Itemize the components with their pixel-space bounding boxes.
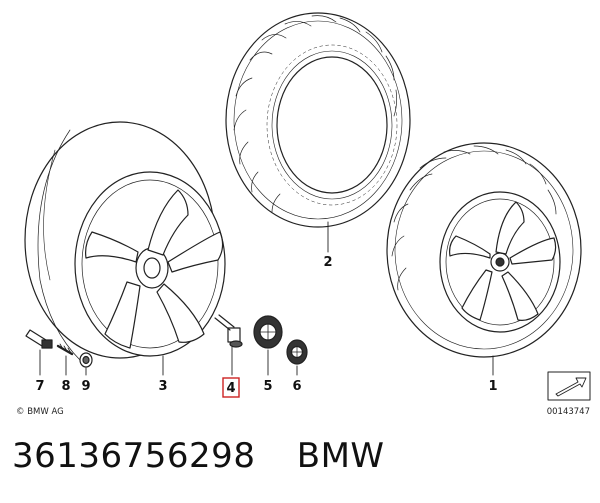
drawing-number: 00143747 [547, 407, 590, 417]
callout-6: 6 [292, 379, 301, 394]
valve-core-illustration [56, 343, 74, 356]
part-caption: 36136756298 BMW [12, 436, 385, 476]
callout-2: 2 [323, 255, 332, 270]
brand-name: BMW [296, 436, 385, 476]
emblem-illustration [286, 339, 308, 365]
complete-wheel-illustration [386, 142, 582, 358]
valve-illustration [25, 329, 53, 349]
parts-diagram: 2 1 3 4 5 6 7 8 9 © BMW AG 00143747 [16, 12, 591, 417]
callout-5: 5 [263, 379, 272, 394]
part-number: 36136756298 [12, 436, 256, 476]
wheel-bolt-illustration [214, 314, 243, 348]
tire-illustration [225, 12, 411, 228]
leader-lines [39, 221, 494, 376]
orientation-arrow-icon [547, 371, 591, 401]
callout-3: 3 [158, 379, 167, 394]
callout-7: 7 [35, 379, 44, 394]
callout-4-highlight [222, 377, 240, 398]
callout-4: 4 [226, 381, 235, 396]
copyright-label: © BMW AG [16, 407, 64, 417]
callout-8: 8 [61, 379, 70, 394]
valve-cap-illustration [79, 352, 93, 368]
rim-illustration [24, 121, 226, 361]
hub-cap-illustration [253, 315, 283, 349]
callout-9: 9 [81, 379, 90, 394]
callout-1: 1 [488, 379, 497, 394]
